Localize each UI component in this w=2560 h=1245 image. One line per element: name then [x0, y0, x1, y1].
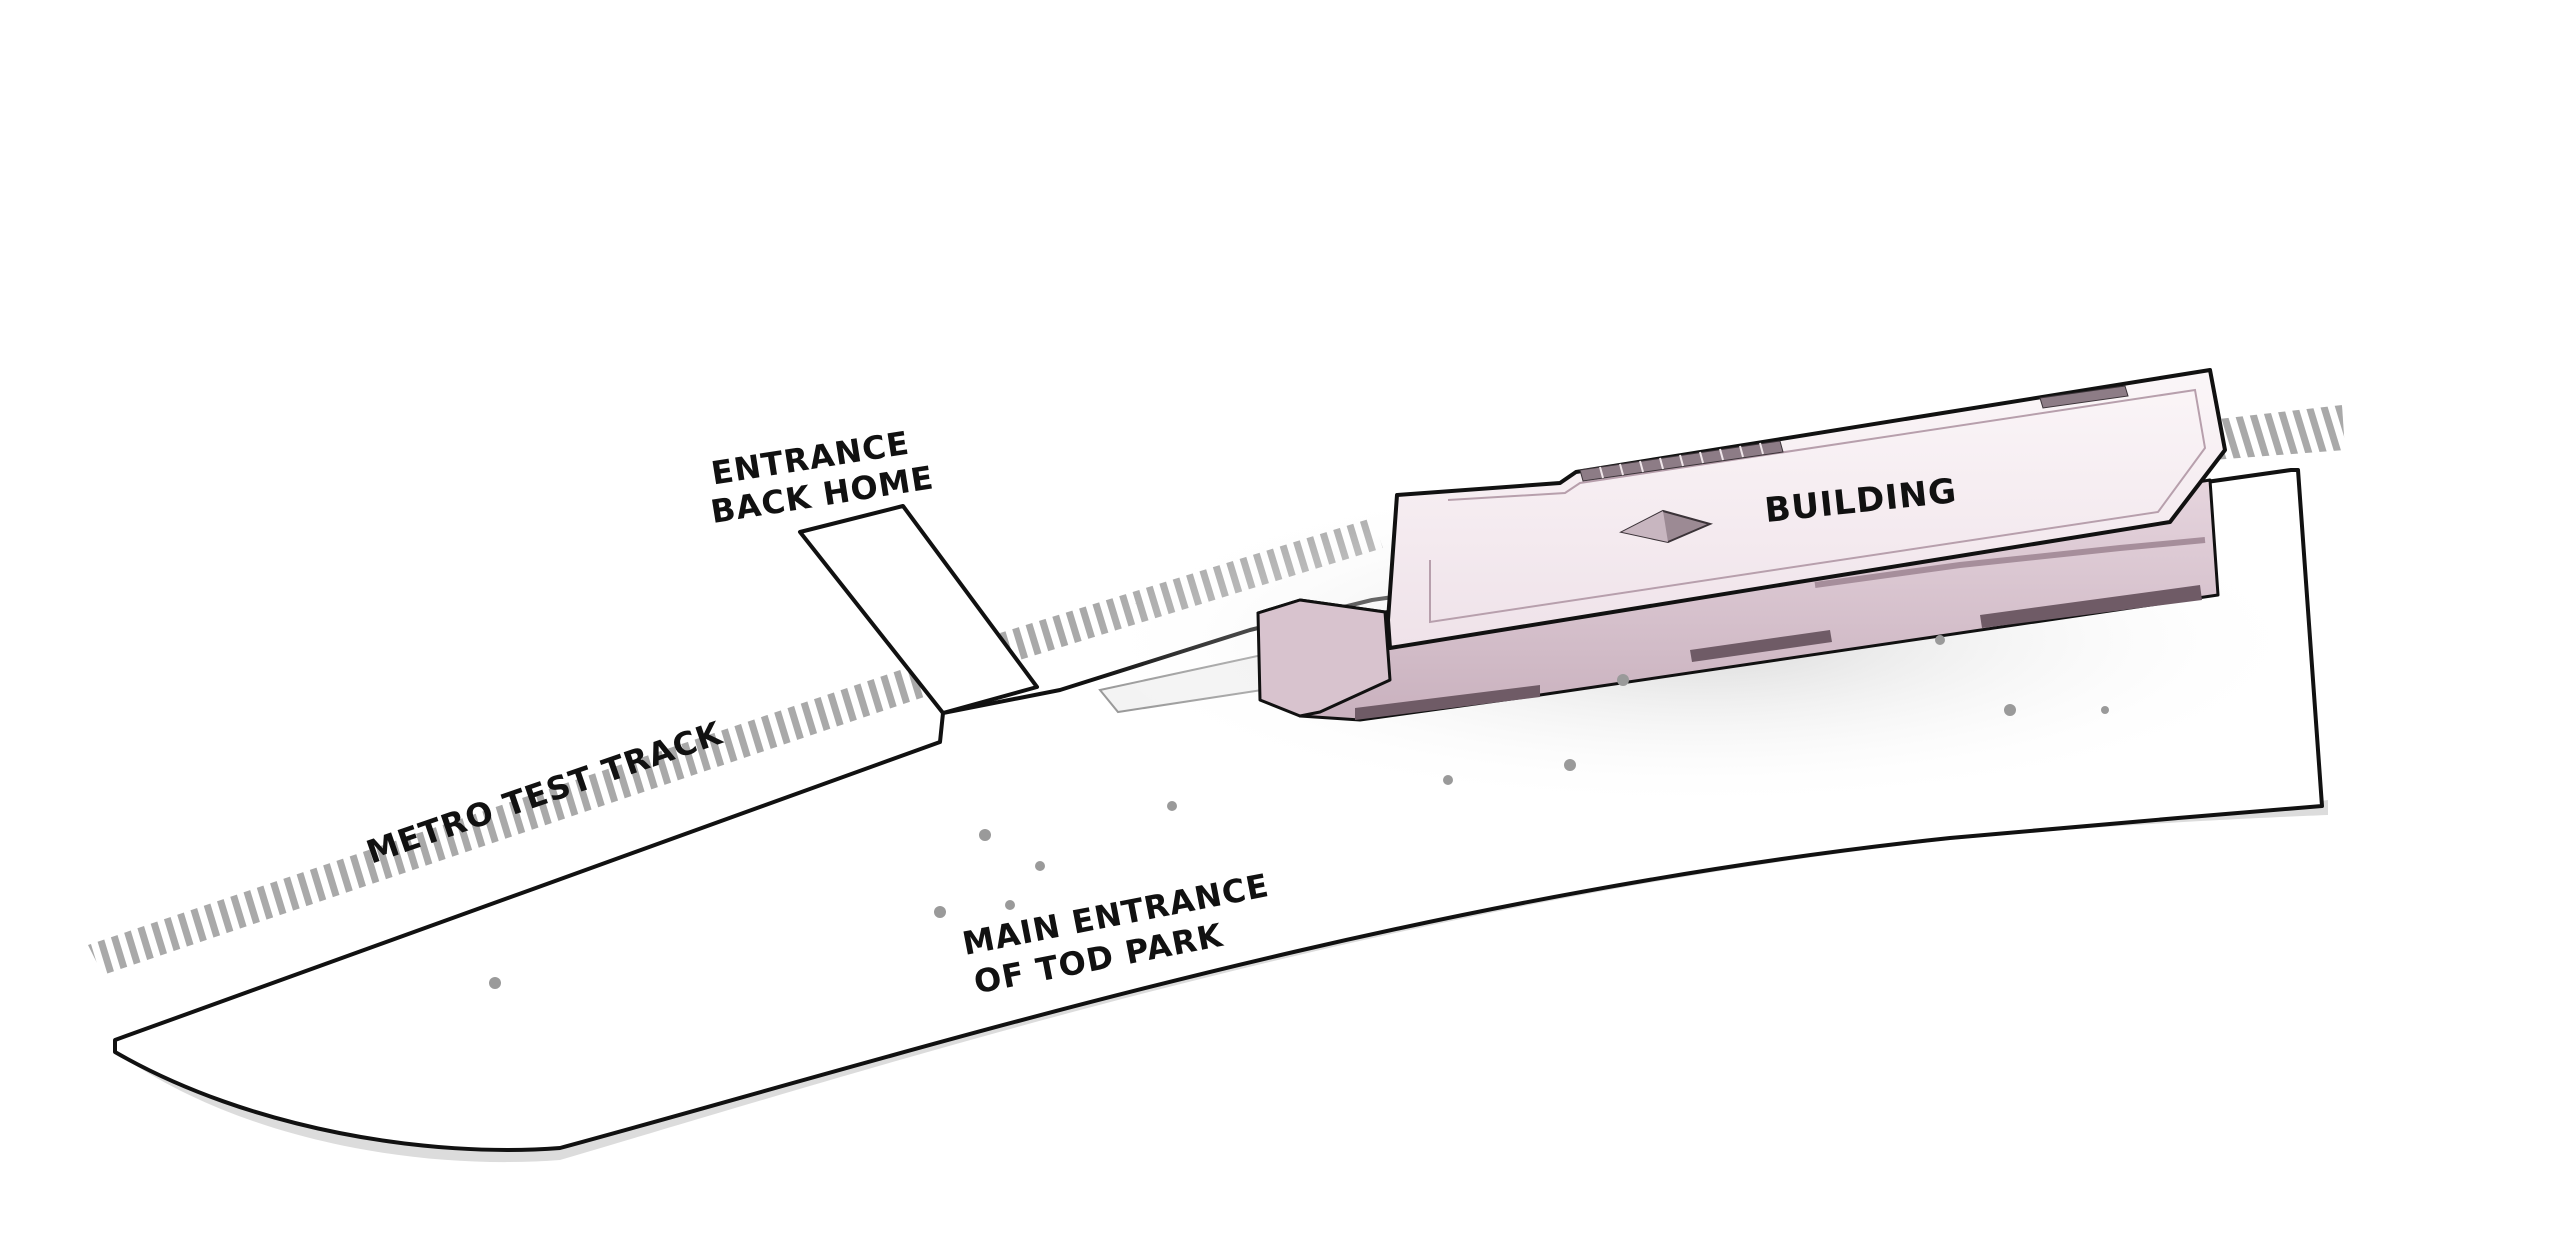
tree-mark — [1935, 635, 1945, 645]
tree-mark — [489, 977, 501, 989]
tree-mark — [1617, 674, 1629, 686]
building — [1256, 368, 2227, 722]
tree-mark — [934, 906, 946, 918]
building-roof — [1386, 368, 2227, 650]
building-recess-1 — [1355, 685, 1540, 720]
roof-parapet — [1429, 388, 2207, 624]
tree-marks — [489, 635, 2109, 989]
main-entrance-label: MAIN ENTRANCE OF TOD PARK — [959, 864, 1292, 1002]
tree-mark — [2004, 704, 2016, 716]
tree-mark — [1167, 801, 1177, 811]
tree-mark — [1443, 775, 1453, 785]
tree-mark — [2101, 706, 2109, 714]
tree-mark — [1564, 759, 1576, 771]
metro-track-right — [2210, 405, 2345, 460]
skylight-face — [1622, 511, 1668, 542]
entrance-back-home-path — [798, 504, 1039, 715]
roof-edge-band — [1814, 537, 2206, 588]
building-recess-3 — [1980, 585, 2202, 628]
tree-mark — [1035, 861, 1045, 871]
building-west-wing — [1256, 598, 1392, 718]
roof-vent-strip — [1579, 440, 1784, 482]
roof-vent-east — [2039, 385, 2129, 409]
metro-track-left — [88, 665, 930, 975]
tree-mark — [1005, 900, 1015, 910]
tree-mark — [979, 829, 991, 841]
building-recess-2 — [1690, 630, 1832, 662]
